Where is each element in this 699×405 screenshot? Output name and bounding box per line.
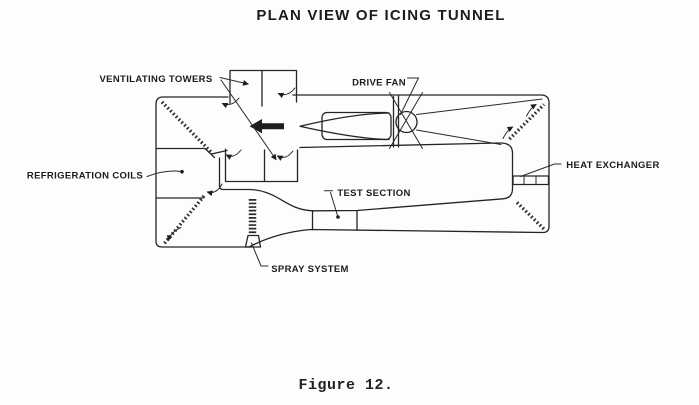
flow-arrow-top-right-1-icon — [502, 126, 514, 139]
tower-flow-hook-lower-right-icon — [276, 150, 294, 161]
lower-tower-box — [224, 148, 299, 183]
chamber-exit-flow-hook-icon — [206, 183, 223, 197]
leader-spray-system — [251, 242, 269, 267]
refrigeration-coils-bank — [155, 147, 216, 199]
tunnel-inner-island-wall — [218, 142, 514, 212]
tunnel-outer-shell — [155, 94, 550, 248]
heat-exchanger-box — [512, 175, 550, 186]
fan-hub — [395, 110, 418, 134]
flow-direction-arrow-icon — [249, 119, 284, 134]
fan-blades — [389, 92, 423, 149]
spray-nozzle-base — [244, 234, 262, 248]
label-heat-exchanger: HEAT EXCHANGER — [566, 160, 659, 171]
drive-fan-assembly — [299, 92, 543, 149]
figure-title: PLAN VIEW OF ICING TUNNEL — [256, 7, 505, 24]
tower-flow-hook-lower-left-icon — [225, 149, 242, 160]
fan-nacelle-nose-cone — [299, 112, 390, 141]
spray-system — [244, 199, 262, 248]
label-spray-system: SPRAY SYSTEM — [271, 264, 349, 275]
leader-test-section — [324, 190, 338, 216]
tower-flow-hook-upper-left-icon — [221, 97, 240, 109]
upper-tower-box — [229, 69, 298, 105]
upper-duct-bottom-wall-left-segment — [210, 149, 228, 155]
flow-arrow-top-right-2-icon — [526, 103, 537, 117]
fan-plane-lines — [392, 95, 400, 148]
vane-hatch-bottom-right-icon — [515, 201, 547, 232]
label-ventilating-towers: VENTILATING TOWERS — [99, 74, 212, 85]
leader-drive-fan — [400, 77, 420, 115]
leader-heat-exchanger — [520, 163, 562, 177]
label-refrigeration-coils: REFRIGERATION COILS — [27, 171, 143, 182]
label-test-section: TEST SECTION — [337, 188, 410, 199]
coil-bank-upper-line — [155, 147, 216, 159]
figure-caption: Figure 12. — [298, 377, 393, 394]
label-drive-fan: DRIVE FAN — [352, 78, 406, 89]
leader-ventilating-towers-upper — [219, 77, 249, 86]
vane-hatch-top-left-icon — [160, 100, 213, 154]
vane-hatch-top-right-icon — [508, 103, 546, 141]
flow-arrow-bottom-left-icon — [167, 227, 182, 242]
leader-refrigeration-coils — [146, 170, 181, 177]
leader-dot-refrigeration-coils — [180, 169, 184, 174]
heat-exchanger — [512, 175, 550, 186]
leader-ventilating-towers-lower — [220, 79, 277, 161]
ventilating-towers — [221, 69, 299, 183]
fan-diffuser-lines — [416, 98, 543, 145]
heat-exchanger-dividers — [523, 175, 537, 185]
fan-motor-housing — [321, 111, 392, 141]
leader-dot-test-section — [336, 215, 340, 219]
tower-flow-hook-upper-right-icon — [277, 87, 296, 99]
test-section-boundaries — [311, 209, 358, 231]
